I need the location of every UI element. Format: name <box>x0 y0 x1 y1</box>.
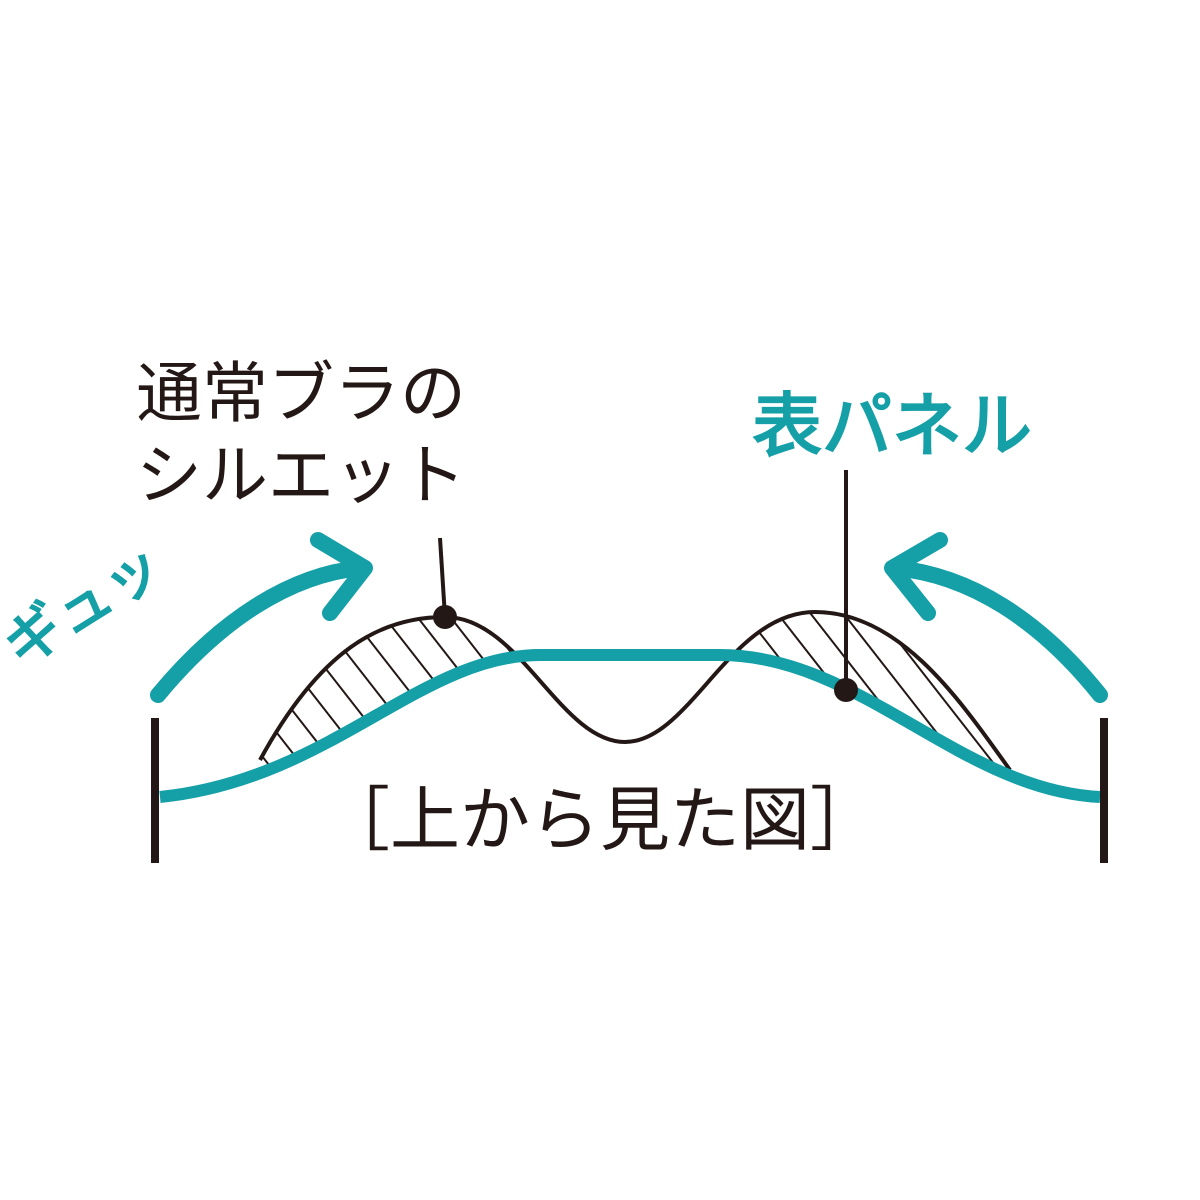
marker-dot <box>433 605 457 629</box>
normal-bra-label-line2: シルエット <box>136 437 466 514</box>
front-panel-curve <box>159 649 1101 803</box>
normal-bra-silhouette <box>258 609 1012 772</box>
leader-line-normal-bra <box>438 537 447 618</box>
marker-dot <box>834 678 858 702</box>
caption-top-view: ［上から見た図］ <box>320 779 880 861</box>
front-panel-label: 表パネル <box>752 385 1032 467</box>
normal-bra-label-line1: 通常ブラの <box>136 355 466 432</box>
left-arrow-icon <box>150 532 373 703</box>
right-arrow-icon <box>884 532 1108 703</box>
